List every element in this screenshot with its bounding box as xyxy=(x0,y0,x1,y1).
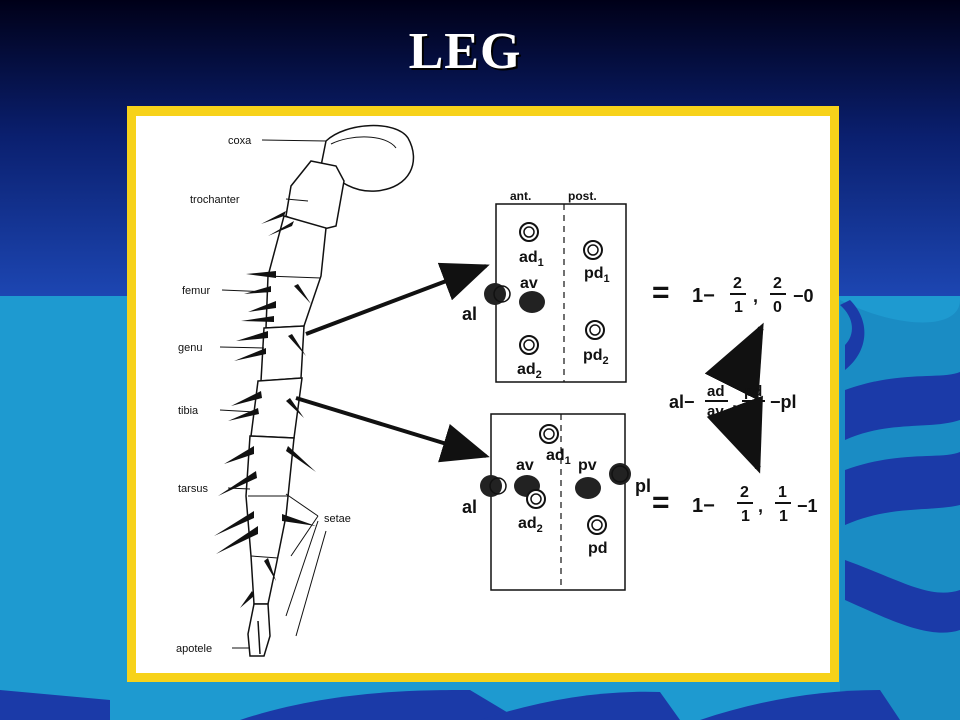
leg-drawing xyxy=(245,124,415,657)
formula-general-frac1-den: av xyxy=(707,403,724,420)
formula-general: al− ad av , pd pv −pl xyxy=(669,383,797,420)
formula-bottom-frac2-den: 1 xyxy=(779,508,788,525)
setae xyxy=(214,211,316,608)
arrow-genu-to-top-panel xyxy=(305,262,490,336)
tarsus-label: tarsus xyxy=(178,483,208,495)
setae-label: setae xyxy=(324,513,351,525)
ad1-seta-top xyxy=(519,222,539,242)
ad2-label-bottom: ad xyxy=(518,515,537,532)
ad1-seta-bottom xyxy=(539,424,559,444)
formula-general-frac1-num: ad xyxy=(707,383,725,400)
formula-top-frac1-den: 1 xyxy=(734,299,743,316)
formula-bottom-tail: −1 xyxy=(797,496,818,516)
pl-label-bottom: pl xyxy=(635,476,651,496)
svg-text:ad2: ad2 xyxy=(518,515,543,535)
pd-seta-bottom xyxy=(587,515,607,535)
av-seta-top xyxy=(519,291,545,313)
formula-bottom-frac1-num: 2 xyxy=(740,484,749,501)
post-label: post. xyxy=(568,189,597,203)
arrow-tibia-to-bottom-panel xyxy=(295,396,490,463)
top-panel: ant. post. ad1 av al ad2 pd1 pd2 xyxy=(462,189,627,383)
ad2-seta-top xyxy=(519,335,539,355)
formula-top-frac2-den: 0 xyxy=(773,299,782,316)
trochanter-label: trochanter xyxy=(190,194,240,206)
al-label-bottom: al xyxy=(462,497,477,517)
ant-label: ant. xyxy=(510,189,531,203)
formula-general-frac2-num: pd xyxy=(744,383,762,400)
pv-seta-bottom xyxy=(575,477,601,499)
slide-title: LEG xyxy=(408,23,522,80)
ad1-label-top: ad xyxy=(519,249,538,266)
av-label-top: av xyxy=(520,275,538,292)
ad1-label-bottom: ad xyxy=(546,447,565,464)
formula-top-frac1-num: 2 xyxy=(733,275,742,292)
svg-text:ad2: ad2 xyxy=(517,361,542,381)
formula-bottom-comma: , xyxy=(758,496,763,516)
formula-top-frac2-num: 2 xyxy=(773,275,782,292)
coxa-label: coxa xyxy=(228,135,252,147)
formula-bottom-frac2-num: 1 xyxy=(778,484,787,501)
pd1-label-top: pd xyxy=(584,265,604,282)
formula-top-comma: , xyxy=(753,286,758,306)
formula-top-tail: −0 xyxy=(793,286,814,306)
pv-label-bottom: pv xyxy=(578,457,597,474)
al-seta-top xyxy=(484,283,506,305)
ad2-seta-bottom xyxy=(526,489,546,509)
svg-text:ad1: ad1 xyxy=(519,249,544,269)
svg-text:ad1: ad1 xyxy=(546,447,571,467)
pd2-seta-top xyxy=(585,320,605,340)
formula-bottom: = 1− 2 1 , 1 1 −1 xyxy=(652,484,818,525)
formula-top: = 1− 2 1 , 2 0 −0 xyxy=(652,275,814,316)
formula-general-lead: al− xyxy=(669,392,695,412)
formula-bottom-lead: 1− xyxy=(692,495,715,517)
al-label-top: al xyxy=(462,304,477,324)
pd2-label-top: pd xyxy=(583,347,603,364)
ad2-label-top: ad xyxy=(517,361,536,378)
formula-top-lead: 1− xyxy=(692,285,715,307)
genu-label: genu xyxy=(178,342,202,354)
curved-arrow-up xyxy=(704,322,764,401)
formula-bottom-equals: = xyxy=(652,486,670,519)
al-seta-bottom xyxy=(480,475,502,497)
formula-top-equals: = xyxy=(652,276,670,309)
femur-label: femur xyxy=(182,285,210,297)
formula-general-tail: −pl xyxy=(770,392,797,412)
svg-text:pd1: pd1 xyxy=(584,265,610,285)
formula-general-comma: , xyxy=(732,392,737,412)
curved-arrow-down xyxy=(706,395,763,474)
leg-figure: coxa trochanter femur genu tibia tarsus … xyxy=(136,116,830,673)
svg-text:pd2: pd2 xyxy=(583,347,609,367)
apotele-label: apotele xyxy=(176,643,212,655)
pd1-seta-top xyxy=(583,240,603,260)
bottom-panel: ad1 av ad2 al pv pl pd xyxy=(462,413,651,591)
formula-bottom-frac1-den: 1 xyxy=(741,508,750,525)
av-label-bottom: av xyxy=(516,457,534,474)
pd-label-bottom: pd xyxy=(588,540,608,557)
formula-general-frac2-den: pv xyxy=(744,403,762,420)
tibia-label: tibia xyxy=(178,405,199,417)
